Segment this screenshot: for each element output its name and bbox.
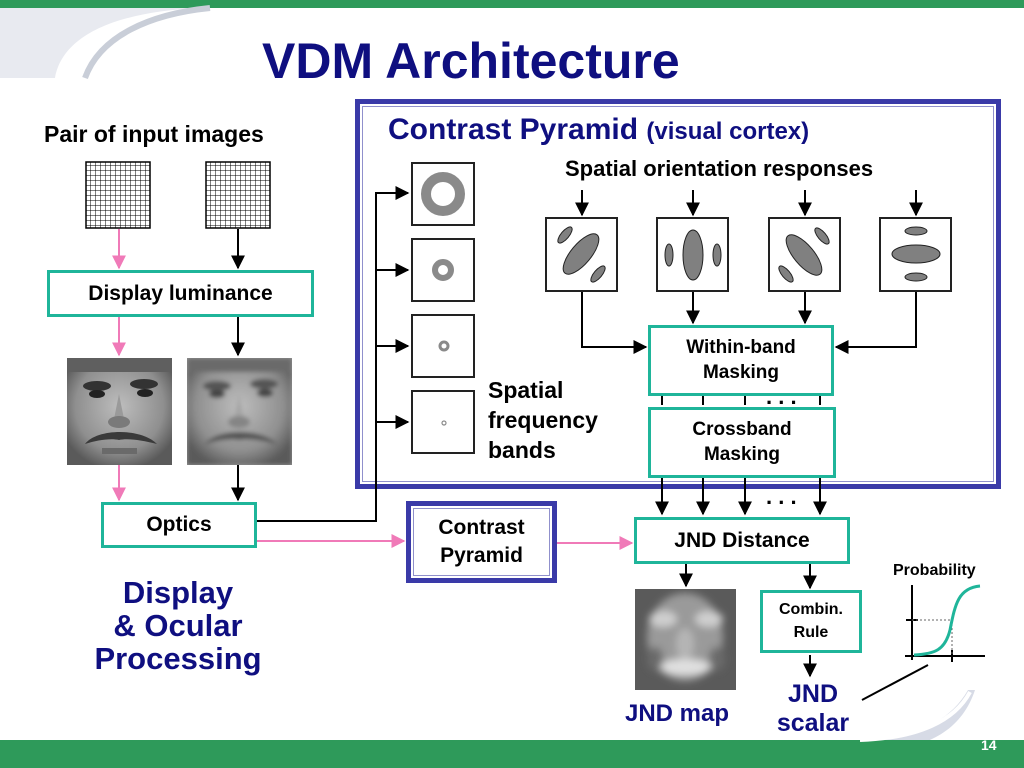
jnd-scalar-line-2: scalar	[776, 709, 850, 737]
jnd-scalar-label: JND scalar	[768, 680, 858, 738]
frequency-bands-label: Spatial frequency bands	[488, 375, 598, 465]
stage-caption-line-3: Processing	[94, 641, 262, 676]
combin-rule-box: Combin. Rule	[760, 590, 862, 653]
orientation-frame-diagonal-left	[545, 217, 618, 292]
stage-caption-line-1: Display	[122, 575, 234, 610]
frequency-band-2	[411, 238, 475, 302]
stage-caption-line-2: & Ocular	[113, 608, 243, 643]
orientation-label: Spatial orientation responses	[565, 156, 874, 181]
panel-title: Contrast Pyramid (visual cortex)	[388, 113, 809, 147]
combin-rule-line-1: Combin.	[779, 601, 843, 619]
contrast-pyramid-line-1: Contrast	[438, 515, 525, 539]
input-image-right	[205, 161, 271, 229]
panel-title-main: Contrast Pyramid	[388, 113, 639, 146]
footer-decoration	[0, 690, 1024, 768]
crossband-masking-box: Crossband Masking	[648, 407, 836, 478]
frequency-label-line-3: bands	[488, 437, 556, 463]
header-decoration	[0, 0, 1024, 80]
jnd-distance-box: JND Distance	[634, 517, 850, 564]
input-image-left	[85, 161, 151, 229]
within-band-masking-box: Within-band Masking	[648, 325, 834, 396]
probability-curve	[905, 584, 985, 662]
frequency-label-line-1: Spatial	[488, 377, 564, 403]
face-image-blurred	[187, 358, 292, 465]
frequency-label-line-2: frequency	[488, 407, 598, 433]
contrast-pyramid-box: Contrast Pyramid	[406, 501, 557, 583]
jnd-map-label: JND map	[625, 700, 730, 727]
orientation-frame-vertical	[656, 217, 729, 292]
crossband-line-1: Crossband	[692, 418, 792, 440]
contrast-pyramid-line-2: Pyramid	[440, 544, 523, 567]
input-images-label: Pair of input images	[44, 121, 264, 147]
slide-title: VDM Architecture	[262, 33, 680, 89]
frequency-band-1	[411, 162, 475, 226]
orientation-frame-diagonal-right	[768, 217, 841, 292]
display-luminance-box: Display luminance	[47, 270, 314, 317]
ellipsis-lower: . . .	[766, 484, 797, 509]
jnd-map-image	[635, 589, 736, 690]
orientation-frame-horizontal	[879, 217, 952, 292]
crossband-line-2: Masking	[703, 443, 781, 465]
face-image-sharp	[67, 358, 172, 465]
combin-rule-line-2: Rule	[793, 623, 829, 641]
ellipsis-upper: . . .	[766, 384, 797, 409]
within-band-line-1: Within-band	[686, 336, 796, 358]
probability-label: Probability	[893, 562, 976, 579]
frequency-band-3	[411, 314, 475, 378]
frequency-band-4	[411, 390, 475, 454]
within-band-line-2: Masking	[702, 361, 780, 383]
optics-box: Optics	[101, 502, 257, 548]
panel-title-suffix: (visual cortex)	[646, 118, 810, 145]
jnd-scalar-line-1: JND	[787, 680, 838, 708]
page-number: 14	[981, 737, 997, 753]
stage-caption: Display & Ocular Processing	[86, 576, 270, 675]
